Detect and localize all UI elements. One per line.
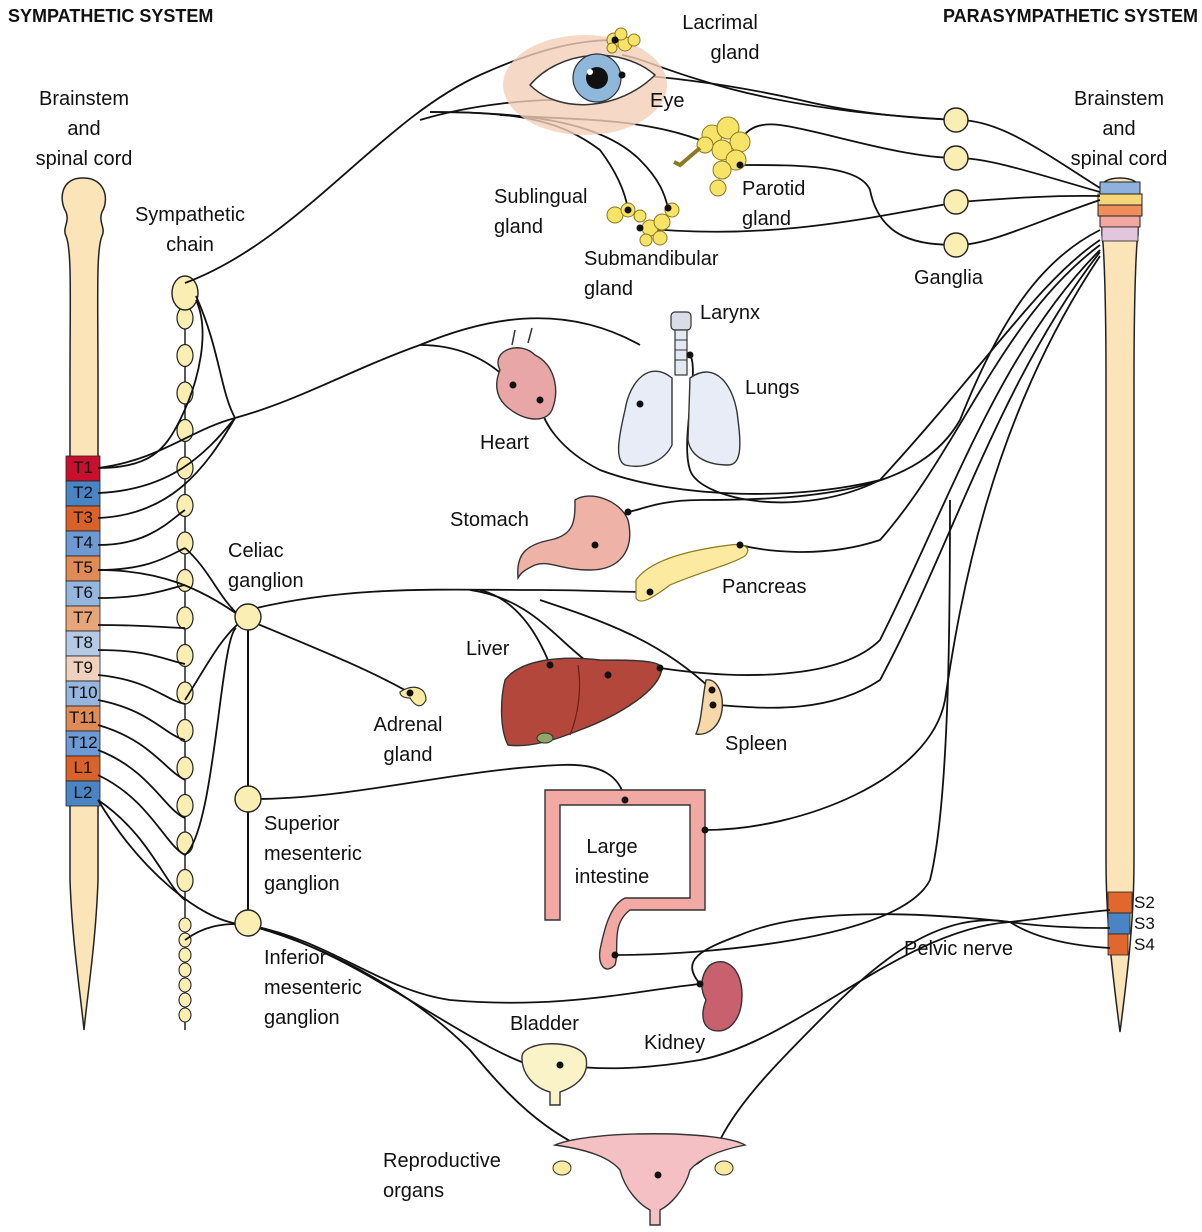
liver-label: Liver (466, 634, 509, 664)
liver-illustration (502, 658, 662, 745)
segment-label-t11: T11 (66, 705, 100, 730)
segment-label-t12: T12 (66, 730, 100, 755)
otic-ganglion-node (944, 233, 968, 257)
superior-mesenteric-ganglion-node (235, 786, 261, 812)
stomach-label: Stomach (450, 505, 529, 535)
chain-ganglion-small (179, 963, 191, 977)
segment-label-l2: L2 (66, 780, 100, 805)
sacral-label-s3: S3 (1134, 914, 1155, 934)
segment-label-t3: T3 (66, 505, 100, 530)
segment-label-t7: T7 (66, 605, 100, 630)
kidney-illustration (702, 962, 742, 1031)
sacral-label-s4: S4 (1134, 935, 1155, 955)
chain-ganglion-small (179, 1008, 191, 1022)
eye-label: Eye (650, 86, 684, 116)
brainstem-band-orange (1098, 205, 1142, 216)
parotid-gland-illustration (674, 117, 750, 196)
brainstem-band-rose (1100, 216, 1140, 227)
inferior-mesenteric-ganglion-node (235, 910, 261, 936)
chain-ganglion-small (179, 918, 191, 932)
larynx-illustration (671, 312, 691, 375)
segment-label-t2: T2 (66, 480, 100, 505)
submandibular-ganglion-node (944, 190, 968, 214)
sacral-label-s2: S2 (1134, 893, 1155, 913)
chain-ganglion-small (179, 978, 191, 992)
chain-ganglion (177, 345, 193, 367)
bladder-illustration (522, 1044, 587, 1105)
segment-label-t1: T1 (66, 455, 100, 480)
larynx-label: Larynx (700, 298, 760, 328)
pterygopalatine-ganglion-node (944, 146, 968, 170)
brainstem-band-blue (1100, 182, 1140, 194)
ciliary-ganglion-node (944, 108, 968, 132)
brainstem-band-lilac (1102, 227, 1138, 241)
superior-cervical-ganglion (172, 276, 198, 310)
celiac-ganglion-node (235, 604, 261, 630)
adrenal-gland-illustration (400, 687, 426, 705)
stomach-illustration (518, 496, 630, 578)
segment-label-t6: T6 (66, 580, 100, 605)
segment-label-l1: L1 (66, 755, 100, 780)
pancreas-label: Pancreas (722, 572, 807, 602)
segment-label-t10: T10 (66, 680, 100, 705)
heart-label: Heart (480, 428, 529, 458)
reproductive-organs-illustration (553, 1134, 745, 1225)
chain-ganglion (177, 682, 193, 704)
segment-label-t4: T4 (66, 530, 100, 555)
parasympathetic-title: PARASYMPATHETIC SYSTEM (943, 6, 1198, 27)
segment-label-t9: T9 (66, 655, 100, 680)
sacral-band-s4 (1108, 934, 1128, 955)
chain-ganglion (177, 607, 193, 629)
pelvic-nerve-label: Pelvic nerve (904, 934, 1013, 964)
sacral-band-s2 (1108, 892, 1132, 913)
chain-ganglion (177, 457, 193, 479)
sympathetic-title: SYMPATHETIC SYSTEM (8, 6, 213, 27)
heart-illustration (497, 328, 556, 419)
brainstem-band-yellow (1098, 194, 1142, 205)
chain-ganglion-small (179, 948, 191, 962)
segment-label-t5: T5 (66, 555, 100, 580)
chain-ganglion (177, 795, 193, 817)
chain-ganglion (177, 870, 193, 892)
eye-illustration (503, 35, 667, 135)
sacral-band-s3 (1108, 913, 1130, 934)
chain-ganglion-small (179, 993, 191, 1007)
ganglia-label: Ganglia (914, 263, 983, 293)
lungs-illustration (619, 371, 740, 466)
kidney-label: Kidney (644, 1028, 705, 1058)
bladder-label: Bladder (510, 1009, 579, 1039)
lungs-label: Lungs (745, 373, 800, 403)
spleen-label: Spleen (725, 729, 787, 759)
segment-label-t8: T8 (66, 630, 100, 655)
